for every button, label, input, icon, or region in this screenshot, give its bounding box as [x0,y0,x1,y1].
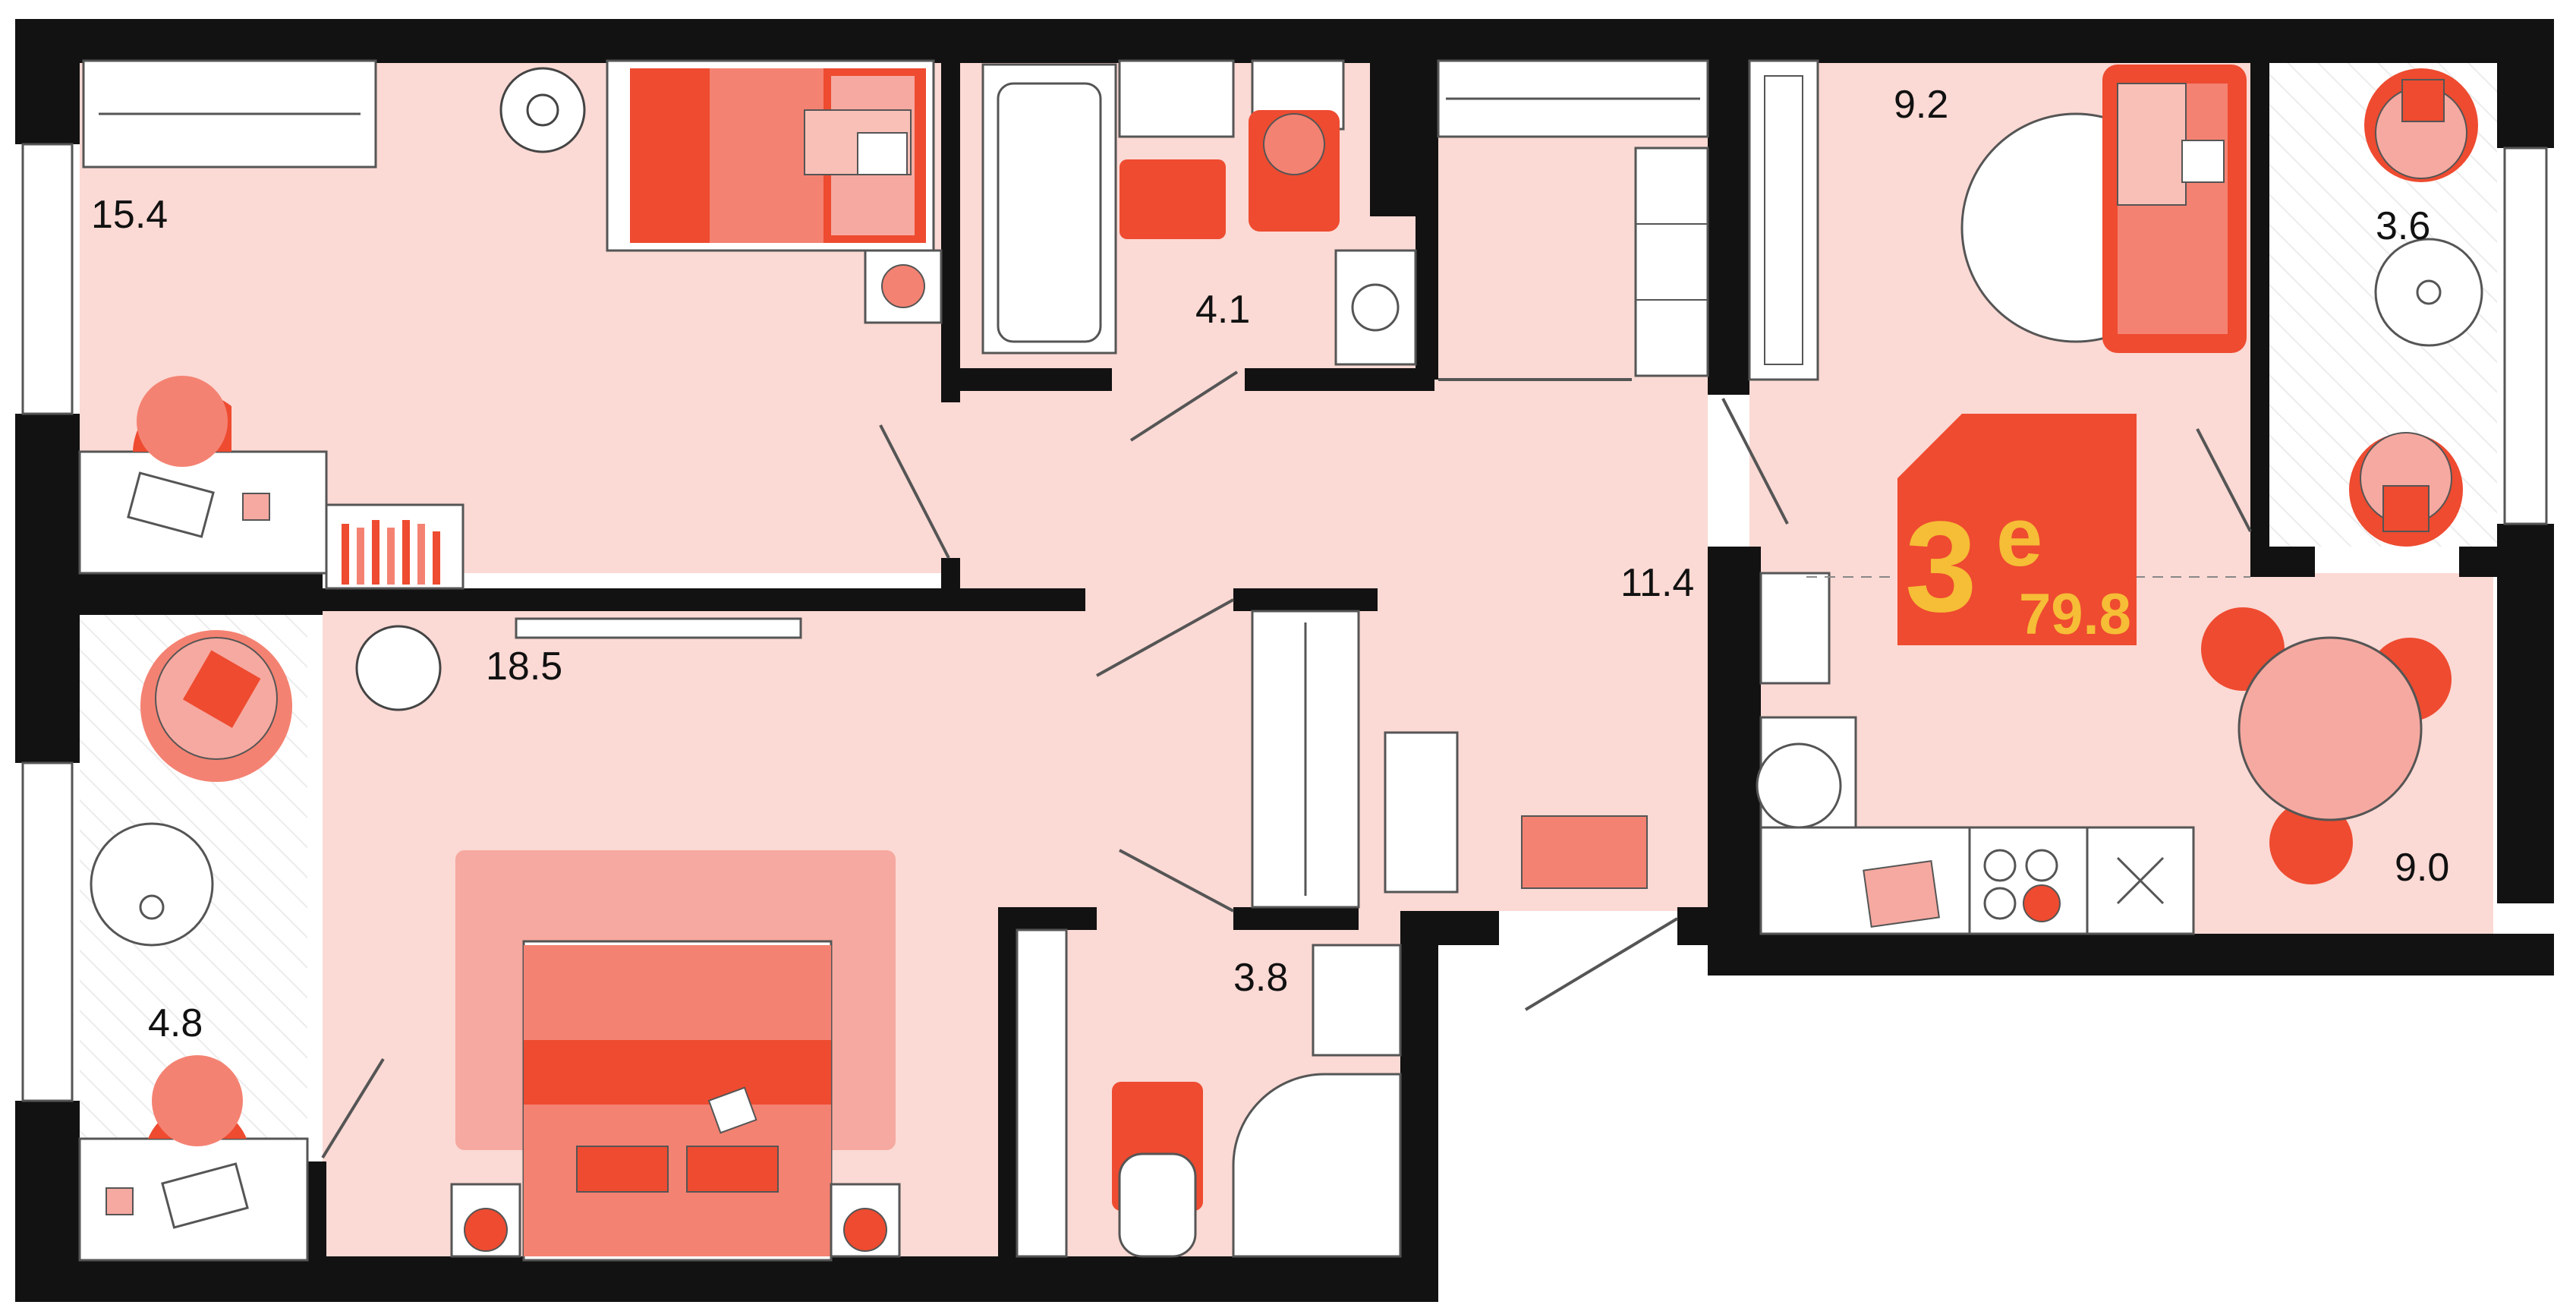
bookshelf-top [325,503,464,590]
nightstand-top [864,249,943,324]
area-balcony-left: 4.8 [148,1001,203,1045]
bathroom-top-fixtures [981,59,1417,366]
area-balcony-right: 3.6 [2376,204,2430,248]
area-kitchen: 9.0 [2395,846,2449,890]
plant-top [499,67,586,153]
area-hallway: 11.4 [1620,561,1694,605]
balcony-left-furniture [78,630,309,1262]
bathroom-bottom-fixtures [1016,928,1402,1258]
badge-rooms: 3 [1905,495,1977,639]
area-labels: 15.4 4.1 9.2 3.6 11.4 18.5 9.0 4.8 3.8 [91,83,2449,1045]
bed-top [606,59,935,252]
badge-total-area: 79.8 [2019,582,2131,647]
wardrobe-hall [1251,610,1648,909]
windows [21,143,2548,1102]
balcony-right-furniture [2349,68,2483,547]
area-bathroom-top: 4.1 [1195,288,1250,332]
area-living-small: 9.2 [1894,83,1948,127]
badge-shape [1897,414,2137,645]
kitchen-fixtures [1756,572,2452,935]
doors [321,370,2252,1159]
wardrobe-top-left [82,59,377,169]
wardrobe-corridor [1437,59,1709,377]
area-bathroom-bottom: 3.8 [1233,956,1288,1000]
badge-superscript: е [1996,490,2042,584]
area-bedroom-top: 15.4 [91,193,168,237]
area-bedroom-bottom: 18.5 [486,645,562,689]
apartment-badge: 3 е 79.8 [1897,414,2137,647]
living-furniture [1748,59,2247,381]
bedroom-bottom-furniture [355,617,901,1262]
desk-top [78,376,328,575]
